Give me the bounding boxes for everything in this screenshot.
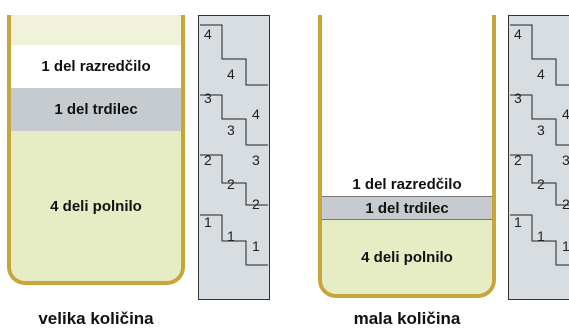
ruler-l-col1-4: 4 — [204, 26, 212, 42]
ruler-r-col1-4: 4 — [514, 26, 522, 42]
ruler-l-col3-2: 2 — [252, 196, 260, 212]
right-beaker: 1 del razredčilo 1 del trdilec 4 deli po… — [318, 15, 496, 298]
ruler-r-col3-2: 2 — [562, 196, 569, 212]
left-diluent-layer: 1 del razredčilo — [11, 45, 181, 88]
ruler-l-col2-4: 4 — [227, 66, 235, 82]
left-caption: velika količina — [38, 309, 154, 328]
ruler-l-col2-3: 3 — [227, 122, 235, 138]
ruler-r-col2-4: 4 — [537, 66, 545, 82]
ruler-l-col3-3: 3 — [252, 152, 260, 168]
left-filler-label: 4 deli polnilo — [50, 197, 142, 215]
ruler-r-col2-3: 3 — [537, 122, 545, 138]
left-hardener-layer: 1 del trdilec — [11, 88, 181, 131]
ruler-r-col3-1: 1 — [562, 238, 569, 254]
right-filler-label: 4 deli polnilo — [361, 248, 453, 266]
left-filler-layer: 4 deli polnilo — [11, 131, 181, 281]
ruler-l-col2-2: 2 — [227, 176, 235, 192]
ruler-l-col3-4: 4 — [252, 106, 260, 122]
ruler-r-col3-3: 3 — [562, 152, 569, 168]
right-mixing-ruler: 4 3 2 1 4 3 2 1 4 3 2 1 — [508, 15, 569, 300]
right-diluent-layer: 1 del razredčilo — [322, 174, 492, 194]
left-diluent-label: 1 del razredčilo — [41, 58, 151, 75]
left-beaker: 1 del razredčilo 1 del trdilec 4 deli po… — [7, 15, 185, 285]
ruler-r-col1-3: 3 — [514, 90, 522, 106]
ruler-l-col3-1: 1 — [252, 238, 260, 254]
ruler-l-col1-3: 3 — [204, 90, 212, 106]
left-mixing-ruler: 4 3 2 1 4 3 2 1 4 3 2 1 — [198, 15, 270, 300]
ruler-r-col1-1: 1 — [514, 214, 522, 230]
right-hardener-label: 1 del trdilec — [365, 199, 449, 217]
right-hardener-layer: 1 del trdilec — [322, 196, 492, 220]
ruler-l-col2-1: 1 — [227, 228, 235, 244]
ruler-r-col1-2: 2 — [514, 152, 522, 168]
right-empty-top — [322, 15, 492, 174]
left-empty-top — [11, 15, 181, 45]
ruler-r-col3-4: 4 — [562, 106, 569, 122]
right-diluent-label: 1 del razredčilo — [352, 175, 462, 193]
right-caption: mala količina — [353, 309, 461, 328]
ruler-l-col1-1: 1 — [204, 214, 212, 230]
ruler-l-col1-2: 2 — [204, 152, 212, 168]
ruler-r-col2-1: 1 — [537, 228, 545, 244]
right-filler-layer: 4 deli polnilo — [322, 220, 492, 294]
ruler-r-col2-2: 2 — [537, 176, 545, 192]
left-hardener-label: 1 del trdilec — [54, 101, 138, 118]
